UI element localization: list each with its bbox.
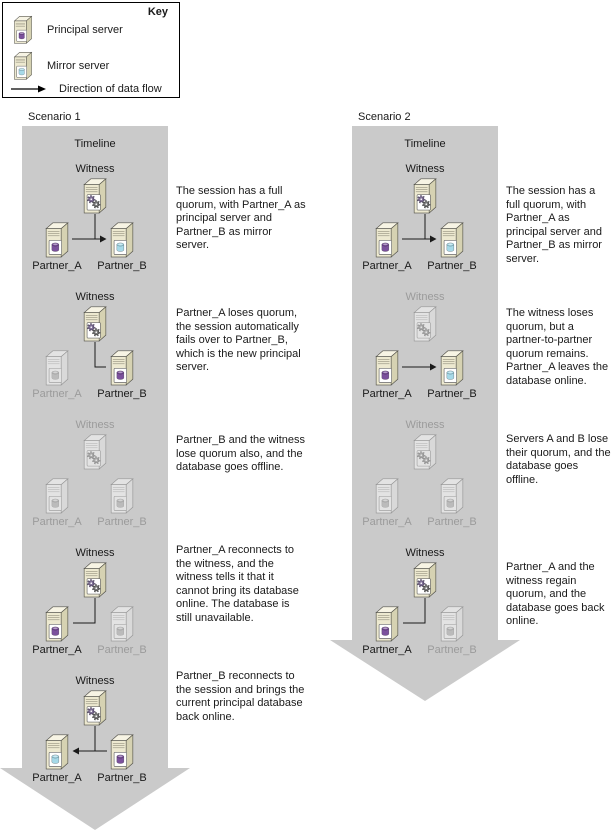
- scenario2-stage-2: Witness Partner_A Partner_B: [350, 291, 500, 401]
- partner-a-server-icon: [42, 605, 72, 642]
- partner-b-label: Partner_B: [427, 388, 477, 400]
- witness-label: Witness: [405, 291, 445, 303]
- partner-a-server-icon: [372, 221, 402, 258]
- scenario1-stage-1: Witness Partner_A Partner_B: [20, 163, 170, 273]
- partner-b-server-icon: [107, 477, 137, 514]
- partner-a-server-icon: [372, 477, 402, 514]
- key-item-mirror: Mirror server: [11, 51, 109, 80]
- partner-a-server-icon: [42, 477, 72, 514]
- scenario2-stage4-description: Partner_A and the witness regain quorum,…: [506, 561, 605, 627]
- connection-lines: [72, 214, 107, 243]
- partner-a-label: Partner_A: [32, 772, 82, 784]
- connection-lines: [402, 363, 437, 371]
- connection-lines: [94, 342, 106, 368]
- scenario1-stage3-description: Partner_B and the witness lose quorum al…: [176, 434, 306, 473]
- partner-b-label: Partner_B: [427, 516, 477, 528]
- partner-a-label: Partner_A: [362, 516, 412, 528]
- partner-a-server-icon: [42, 221, 72, 258]
- partner-b-server-icon: [107, 605, 137, 642]
- partner-a-label: Partner_A: [362, 644, 412, 656]
- key-item-data-flow: Direction of data flow: [11, 83, 162, 95]
- partner-a-label: Partner_A: [362, 388, 412, 400]
- witness-label: Witness: [75, 291, 115, 303]
- partner-b-server-icon: [107, 349, 137, 386]
- partner-a-server-icon: [372, 349, 402, 386]
- witness-label: Witness: [75, 547, 115, 559]
- witness-label: Witness: [405, 547, 445, 559]
- scenario1-stage5-description: Partner_B reconnects to the session and …: [176, 670, 305, 723]
- partner-a-label: Partner_A: [32, 260, 82, 272]
- key-title: Key: [147, 6, 168, 18]
- key-legend: Key Principal server Mirror server Direc…: [2, 2, 180, 98]
- partner-b-label: Partner_B: [97, 772, 147, 784]
- partner-b-label: Partner_B: [97, 260, 147, 272]
- witness-label: Witness: [405, 419, 445, 431]
- partner-b-server-icon: [437, 477, 467, 514]
- partner-a-server-icon: [42, 733, 72, 770]
- partner-b-label: Partner_B: [427, 260, 477, 272]
- partner-a-server-icon: [42, 349, 72, 386]
- scenario1-stage1-description: The session has a full quorum, with Part…: [176, 185, 306, 251]
- mirror-server-icon: [11, 51, 35, 80]
- scenario-2-title: Scenario 2: [358, 111, 411, 123]
- key-item-label: Principal server: [47, 23, 123, 36]
- connection-lines: [73, 598, 96, 624]
- partner-b-server-icon: [107, 733, 137, 770]
- scenario2-stage-3: Witness Partner_A Partner_B: [350, 419, 500, 529]
- witness-server-icon: [80, 433, 110, 470]
- principal-server-icon: [11, 15, 35, 44]
- partner-b-label: Partner_B: [97, 516, 147, 528]
- scenario1-stage2-description: Partner_A loses quorum, the session auto…: [176, 307, 301, 373]
- key-item-label: Direction of data flow: [59, 83, 162, 95]
- connection-lines: [402, 214, 437, 243]
- scenario1-stage-2: Witness Partner_A Partner_B: [20, 291, 170, 401]
- scenario2-stage3-description: Servers A and B lose their quorum, and t…: [506, 433, 611, 486]
- partner-a-label: Partner_A: [32, 644, 82, 656]
- scenario2-stage1-description: The session has a full quorum, with Part…: [506, 185, 602, 265]
- partner-a-server-icon: [372, 605, 402, 642]
- partner-b-server-icon: [437, 605, 467, 642]
- witness-label: Witness: [75, 163, 115, 175]
- scenario1-stage-4: Witness Partner_A Partner_B: [20, 547, 170, 657]
- witness-server-icon: [410, 433, 440, 470]
- partner-a-label: Partner_A: [32, 388, 82, 400]
- scenario1-stage-5: Witness Partner_A Partner_B: [20, 675, 170, 785]
- scenario1-stage4-description: Partner_A reconnects to the witness, and…: [176, 544, 299, 624]
- partner-b-label: Partner_B: [97, 644, 147, 656]
- timeline-label: Timeline: [404, 138, 446, 150]
- witness-label: Witness: [75, 675, 115, 687]
- key-item-label: Mirror server: [47, 59, 110, 72]
- key-item-principal: Principal server: [11, 15, 123, 44]
- scenario2-stage-4: Witness Partner_A Partner_B: [350, 547, 500, 657]
- data-flow-arrow-icon: [11, 85, 46, 93]
- partner-a-label: Partner_A: [32, 516, 82, 528]
- connection-lines: [403, 598, 426, 624]
- partner-a-label: Partner_A: [362, 260, 412, 272]
- partner-b-server-icon: [437, 221, 467, 258]
- witness-label: Witness: [75, 419, 115, 431]
- scenario1-stage-3: Witness Partner_A Partner_B: [20, 419, 170, 529]
- partner-b-label: Partner_B: [427, 644, 477, 656]
- timeline-label: Timeline: [74, 138, 116, 150]
- connection-lines: [72, 726, 107, 755]
- witness-label: Witness: [405, 163, 445, 175]
- scenario2-stage2-description: The witness loses quorum, but a partner-…: [506, 307, 609, 387]
- partner-b-server-icon: [437, 349, 467, 386]
- scenario-1-title: Scenario 1: [28, 111, 81, 123]
- scenario2-stage-1: Witness Partner_A Partner_B: [350, 163, 500, 273]
- partner-b-server-icon: [107, 221, 137, 258]
- partner-b-label: Partner_B: [97, 388, 147, 400]
